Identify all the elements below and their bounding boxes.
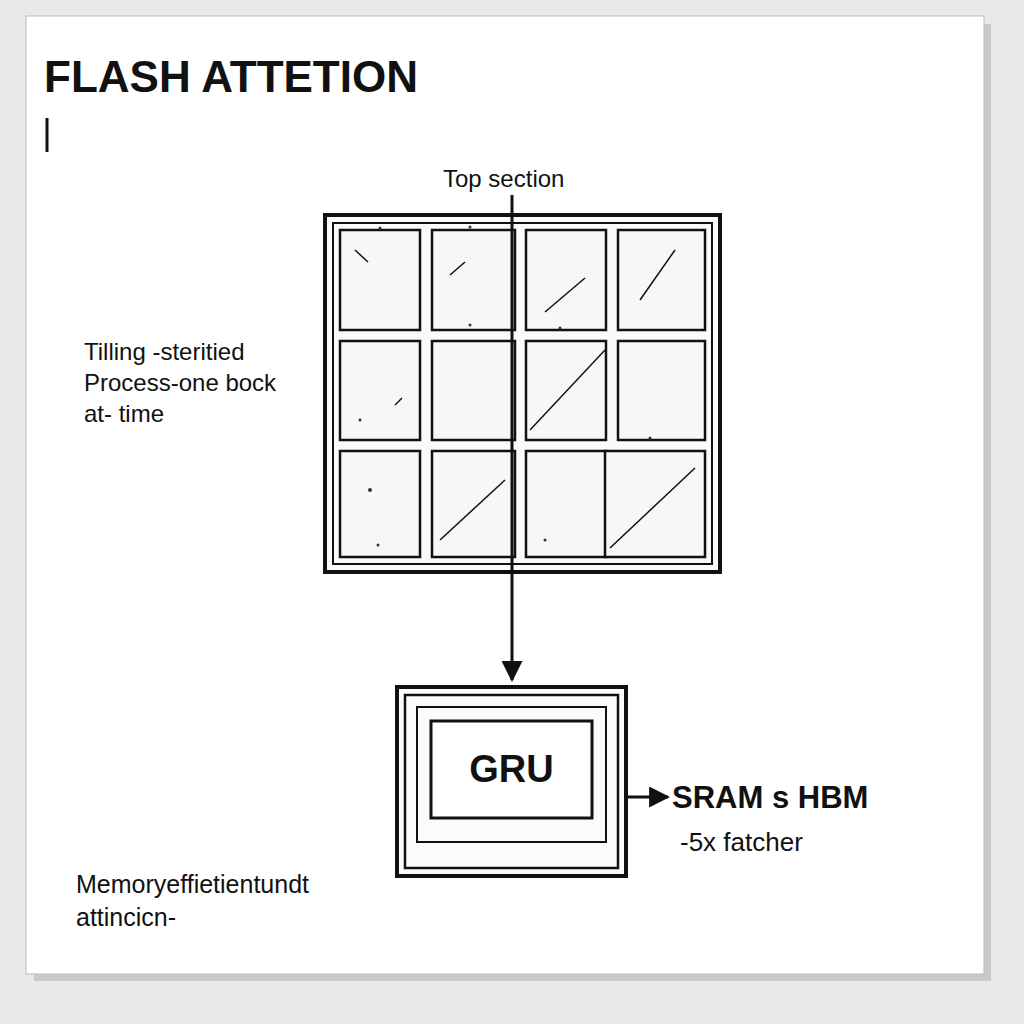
leader-arrow: [628, 796, 668, 799]
tile-grid: [325, 215, 720, 572]
section-label: Top section: [443, 163, 613, 194]
diagram-title: FLASH ATTETION: [44, 48, 418, 105]
text-cursor: [46, 118, 49, 152]
grid-frame: [325, 215, 720, 572]
tile-sketch-lines: [355, 250, 695, 548]
process-box: GRU: [395, 685, 628, 878]
box-label: GRU: [469, 748, 553, 791]
flow-arrow: [511, 195, 514, 680]
frame-line: [417, 707, 606, 842]
tile-cells: [340, 230, 705, 557]
paper-sheet: [26, 16, 984, 974]
tile-dots: [359, 226, 652, 547]
speed-note: -5x fatcher: [680, 826, 880, 860]
note-text: Tilling -steritied Process-one bock at- …: [84, 336, 306, 430]
caption-note: Memoryeffietientundt attincicn-: [76, 868, 396, 933]
frame-line: [405, 695, 618, 868]
chip-face: [431, 721, 592, 818]
memory-label: SRAM s HBM: [672, 778, 942, 818]
grid-frame-inner: [333, 223, 712, 564]
